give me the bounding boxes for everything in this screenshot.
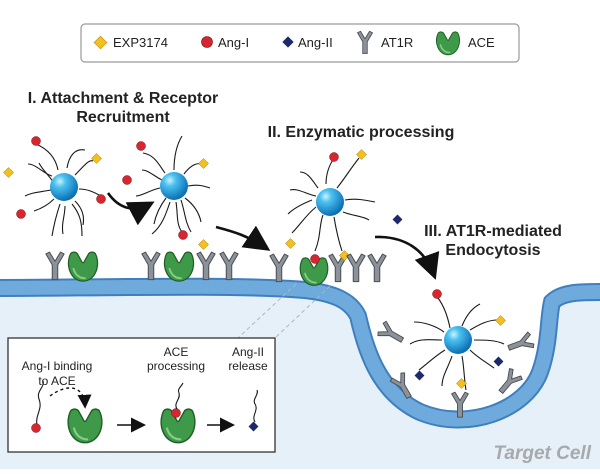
stage-1-title: I. Attachment & Receptor (28, 90, 219, 107)
legend-label-ace: ACE (468, 35, 495, 50)
at1r-receptor (505, 330, 536, 357)
at1r-receptor (196, 251, 216, 281)
legend: EXP3174 Ang-I Ang-II AT1R ACE (80, 23, 520, 63)
stage-2-title: II. Enzymatic processing (268, 124, 455, 141)
flow-arrow-2 (215, 225, 271, 251)
ang-i-molecule (178, 230, 188, 240)
at1r-receptor (219, 251, 239, 281)
nanoparticle-stage1-b (135, 135, 211, 235)
exp3174-molecule (339, 250, 350, 261)
exp3174-molecule (91, 153, 102, 164)
ace-enzyme (163, 251, 195, 283)
ang-i-molecule (16, 209, 26, 219)
nanoparticle-core (444, 326, 472, 354)
exp3174-molecule (456, 378, 467, 389)
nanoparticle-core (316, 188, 344, 216)
ace-enzyme (67, 251, 99, 283)
inset-step2-label-line-2: processing (147, 359, 205, 373)
ang-ii-molecule (392, 214, 403, 225)
at1r-receptor (346, 253, 366, 283)
nanoparticle-core (50, 173, 78, 201)
stage-3-title: III. AT1R-mediated (424, 223, 562, 240)
legend-label-ang-ii: Ang-II (298, 35, 333, 50)
inset-step1-label: Ang-I binding (22, 359, 93, 373)
ang-i-molecule (122, 175, 132, 185)
ang-ii-molecule (414, 370, 425, 381)
navy-diamond-icon (282, 36, 294, 48)
inset-step1-label-line-2: to ACE (38, 374, 75, 388)
legend-label-exp3174: EXP3174 (113, 35, 168, 50)
legend-label-at1r: AT1R (381, 35, 413, 50)
ang-i-molecule (432, 289, 442, 299)
inset-panel: Ang-I binding to ACE ACE processing Ang-… (7, 337, 276, 453)
at1r-receptor (45, 251, 65, 281)
exp3174-molecule (495, 315, 506, 326)
ang-i-molecule (31, 423, 41, 433)
exp3174-molecule (3, 167, 14, 178)
exp3174-molecule (285, 238, 296, 249)
stage-3-title-line-2: Endocytosis (445, 242, 540, 259)
red-dot-icon (201, 36, 213, 48)
exp3174-molecule (198, 239, 209, 250)
ang-i-molecule (96, 194, 106, 204)
flow-arrow-1 (106, 192, 155, 226)
stage-1-title-line-2: Recruitment (76, 109, 170, 126)
nanoparticle-stage2 (287, 157, 376, 252)
inset-step3-label: Ang-II (232, 345, 264, 359)
target-cell-label: Target Cell (494, 443, 592, 464)
inset-step2-label: ACE (164, 345, 189, 359)
at1r-receptor (375, 319, 407, 348)
binding-dashed-arrow (49, 387, 92, 409)
ang-ii-molecule (248, 421, 259, 432)
legend-label-ang-i: Ang-I (218, 35, 249, 50)
flow-arrow-3 (374, 235, 440, 280)
ang-i-molecule (329, 152, 339, 162)
nanoparticle-stage3 (409, 297, 505, 391)
nanoparticle-core (160, 172, 188, 200)
yellow-diamond-icon (93, 35, 108, 50)
inset-step3-label-line-2: release (228, 359, 268, 373)
ang-i-molecule (136, 141, 146, 151)
at1r-receptor (269, 253, 289, 283)
ang-i-molecule (310, 254, 320, 264)
exp3174-molecule (356, 149, 367, 160)
ang-ii-molecule (493, 356, 504, 367)
ang-i-molecule (171, 408, 181, 418)
at1r-receptor (367, 253, 387, 283)
ang-i-molecule (31, 136, 41, 146)
exp3174-molecule (198, 158, 209, 169)
at1r-receptor (141, 251, 161, 281)
